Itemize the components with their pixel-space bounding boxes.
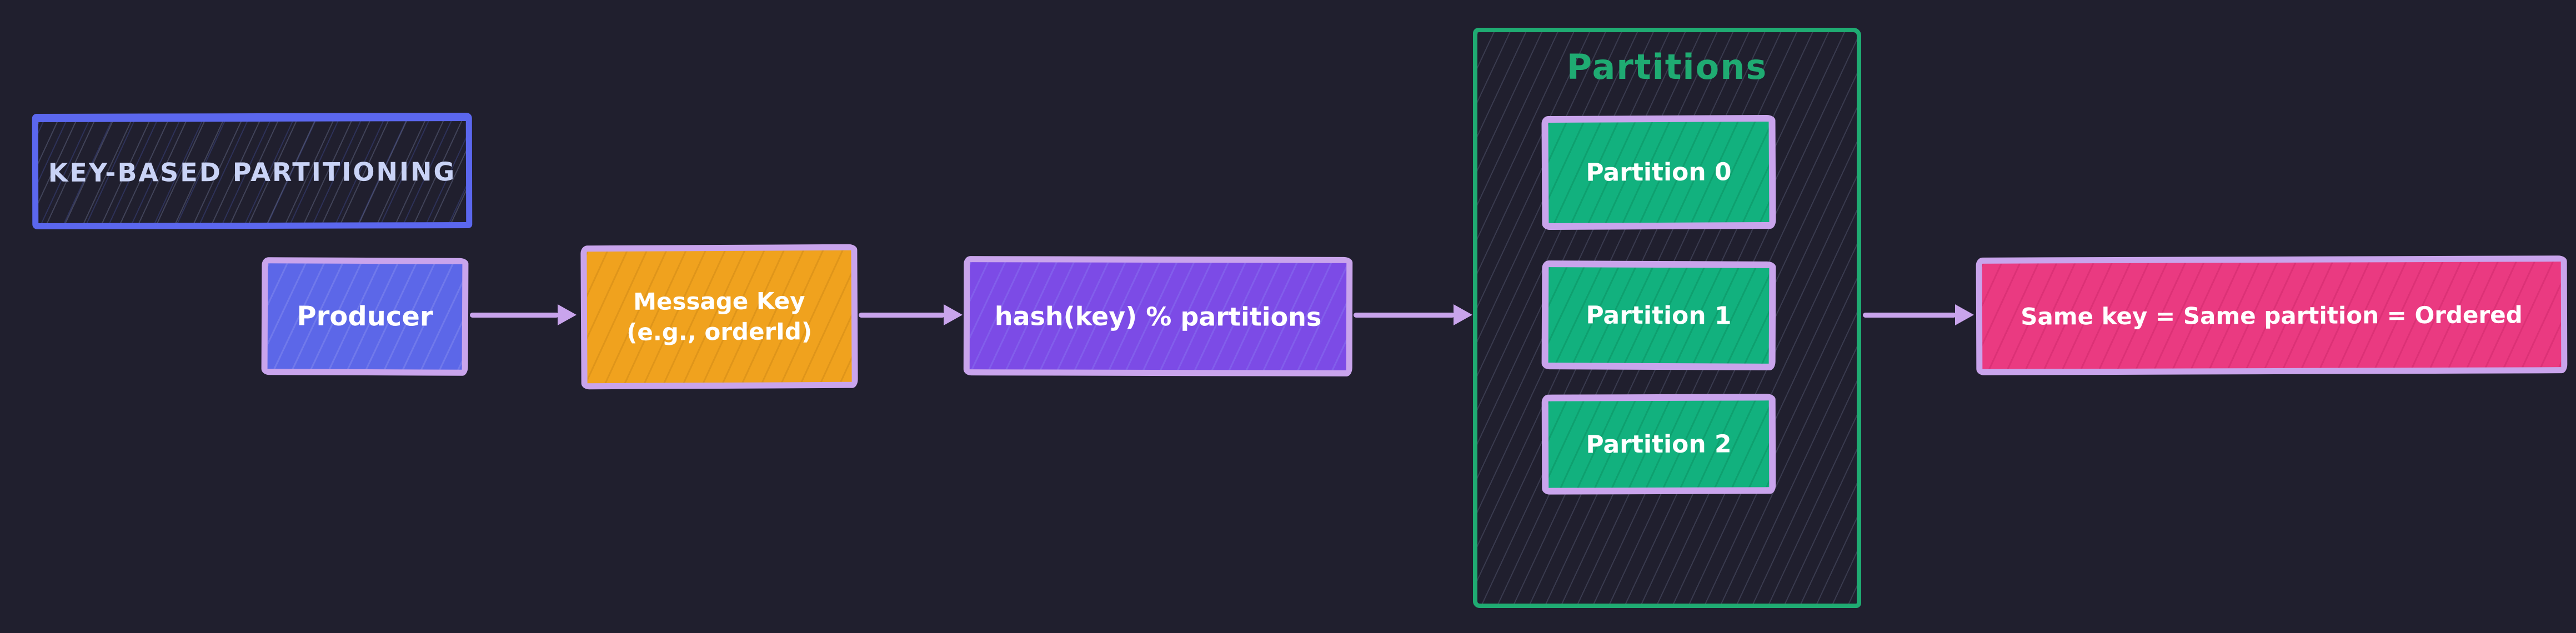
diagram-title: KEY-BASED PARTITIONING <box>48 157 457 188</box>
partition-0-label: Partition 0 <box>1586 158 1732 187</box>
hash-formula-node: hash(key) % partitions <box>963 256 1353 376</box>
result-label: Same key = Same partition = Ordered <box>2021 300 2523 330</box>
partitions-group: Partitions Partition 0 Partition 1 Parti… <box>1473 28 1861 608</box>
arrow-partitions-to-result <box>1863 304 1974 325</box>
partition-0-node: Partition 0 <box>1541 114 1776 230</box>
arrow-producer-to-message-key <box>470 304 577 325</box>
diagram-title-box: KEY-BASED PARTITIONING <box>32 112 473 230</box>
arrow-message-key-to-hash <box>859 304 963 325</box>
partition-2-label: Partition 2 <box>1586 430 1732 459</box>
hash-formula-label: hash(key) % partitions <box>994 300 1322 332</box>
partition-1-label: Partition 1 <box>1586 300 1732 330</box>
partitions-group-title: Partitions <box>1566 47 1768 87</box>
partition-2-node: Partition 2 <box>1541 394 1776 495</box>
arrow-hash-to-partitions <box>1354 304 1472 325</box>
producer-label: Producer <box>297 300 433 333</box>
message-key-label-line2: (e.g., orderId) <box>627 317 813 346</box>
message-key-label-line1: Message Key <box>633 287 805 315</box>
message-key-node: Message Key (e.g., orderId) <box>580 244 858 390</box>
producer-node: Producer <box>261 257 469 376</box>
partition-1-node: Partition 1 <box>1541 260 1776 370</box>
result-node: Same key = Same partition = Ordered <box>1976 255 2568 375</box>
